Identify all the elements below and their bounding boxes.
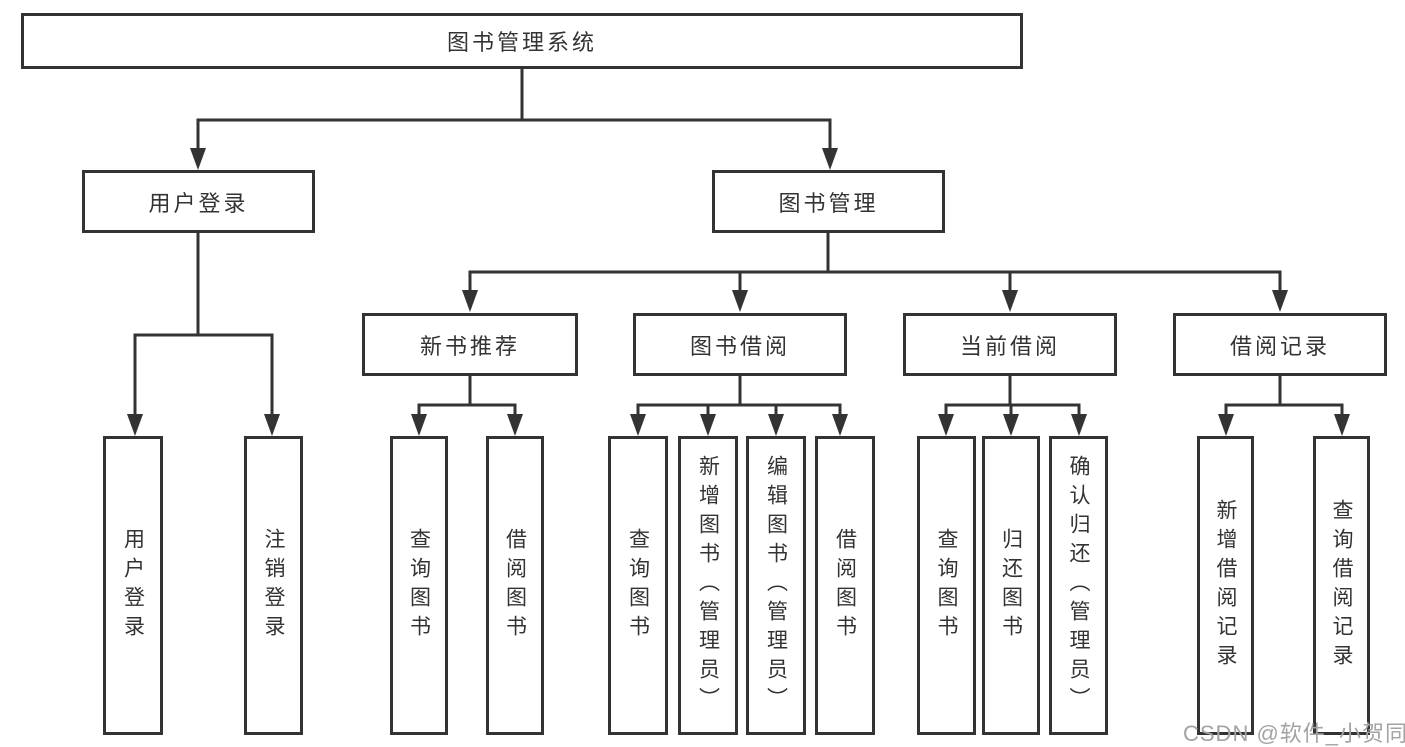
leaf-label: 查询图书 (935, 527, 958, 644)
node-label: 用户登录 (148, 190, 249, 216)
leaf-query-books-borrow: 查询图书 (608, 436, 668, 735)
node-borrow-records: 借阅记录 (1173, 313, 1387, 376)
node-user-login: 用户登录 (82, 170, 315, 233)
leaf-confirm-return-admin: 确认归还（管理员） (1049, 436, 1108, 735)
leaf-borrow-books-recommend: 借阅图书 (486, 436, 544, 735)
leaf-label: 查询图书 (626, 527, 650, 644)
leaf-label: 查询借阅记录 (1330, 498, 1353, 673)
arrowhead-icons (127, 148, 1350, 436)
leaf-label: 归还图书 (999, 527, 1023, 644)
leaf-logout: 注销登录 (244, 436, 303, 735)
node-label: 图书借阅 (689, 333, 790, 359)
node-label: 当前借阅 (959, 333, 1060, 359)
leaf-return-books: 归还图书 (982, 436, 1040, 735)
node-label: 图书管理系统 (446, 30, 597, 55)
leaf-label: 查询图书 (407, 527, 431, 644)
leaf-label: 借阅图书 (833, 527, 857, 644)
node-new-book-recommend: 新书推荐 (362, 313, 578, 376)
node-root-system: 图书管理系统 (21, 13, 1023, 69)
leaf-add-books-admin: 新增图书（管理员） (678, 436, 738, 735)
leaf-label: 编辑图书（管理员） (764, 455, 788, 716)
node-book-management: 图书管理 (712, 170, 945, 233)
leaf-label: 新增图书（管理员） (696, 455, 720, 716)
leaf-label: 用户登录 (121, 527, 145, 644)
leaf-borrow-books: 借阅图书 (815, 436, 875, 735)
node-book-borrow: 图书借阅 (633, 313, 847, 376)
node-current-borrow: 当前借阅 (903, 313, 1117, 376)
node-label: 图书管理 (778, 190, 879, 216)
leaf-query-books-current: 查询图书 (917, 436, 976, 735)
leaf-add-borrow-record: 新增借阅记录 (1197, 436, 1254, 735)
node-label: 新书推荐 (419, 333, 520, 359)
leaf-label: 确认归还（管理员） (1067, 455, 1090, 716)
leaf-user-login: 用户登录 (103, 436, 163, 735)
leaf-query-borrow-record: 查询借阅记录 (1313, 436, 1370, 735)
leaf-label: 新增借阅记录 (1214, 498, 1237, 673)
csdn-watermark: CSDN @软件_小贺同学 (1183, 721, 1405, 746)
leaf-query-books-recommend: 查询图书 (390, 436, 448, 735)
leaf-label: 注销登录 (262, 527, 285, 644)
leaf-edit-books-admin: 编辑图书（管理员） (746, 436, 806, 735)
node-label: 借阅记录 (1229, 333, 1330, 359)
leaf-label: 借阅图书 (503, 527, 527, 644)
